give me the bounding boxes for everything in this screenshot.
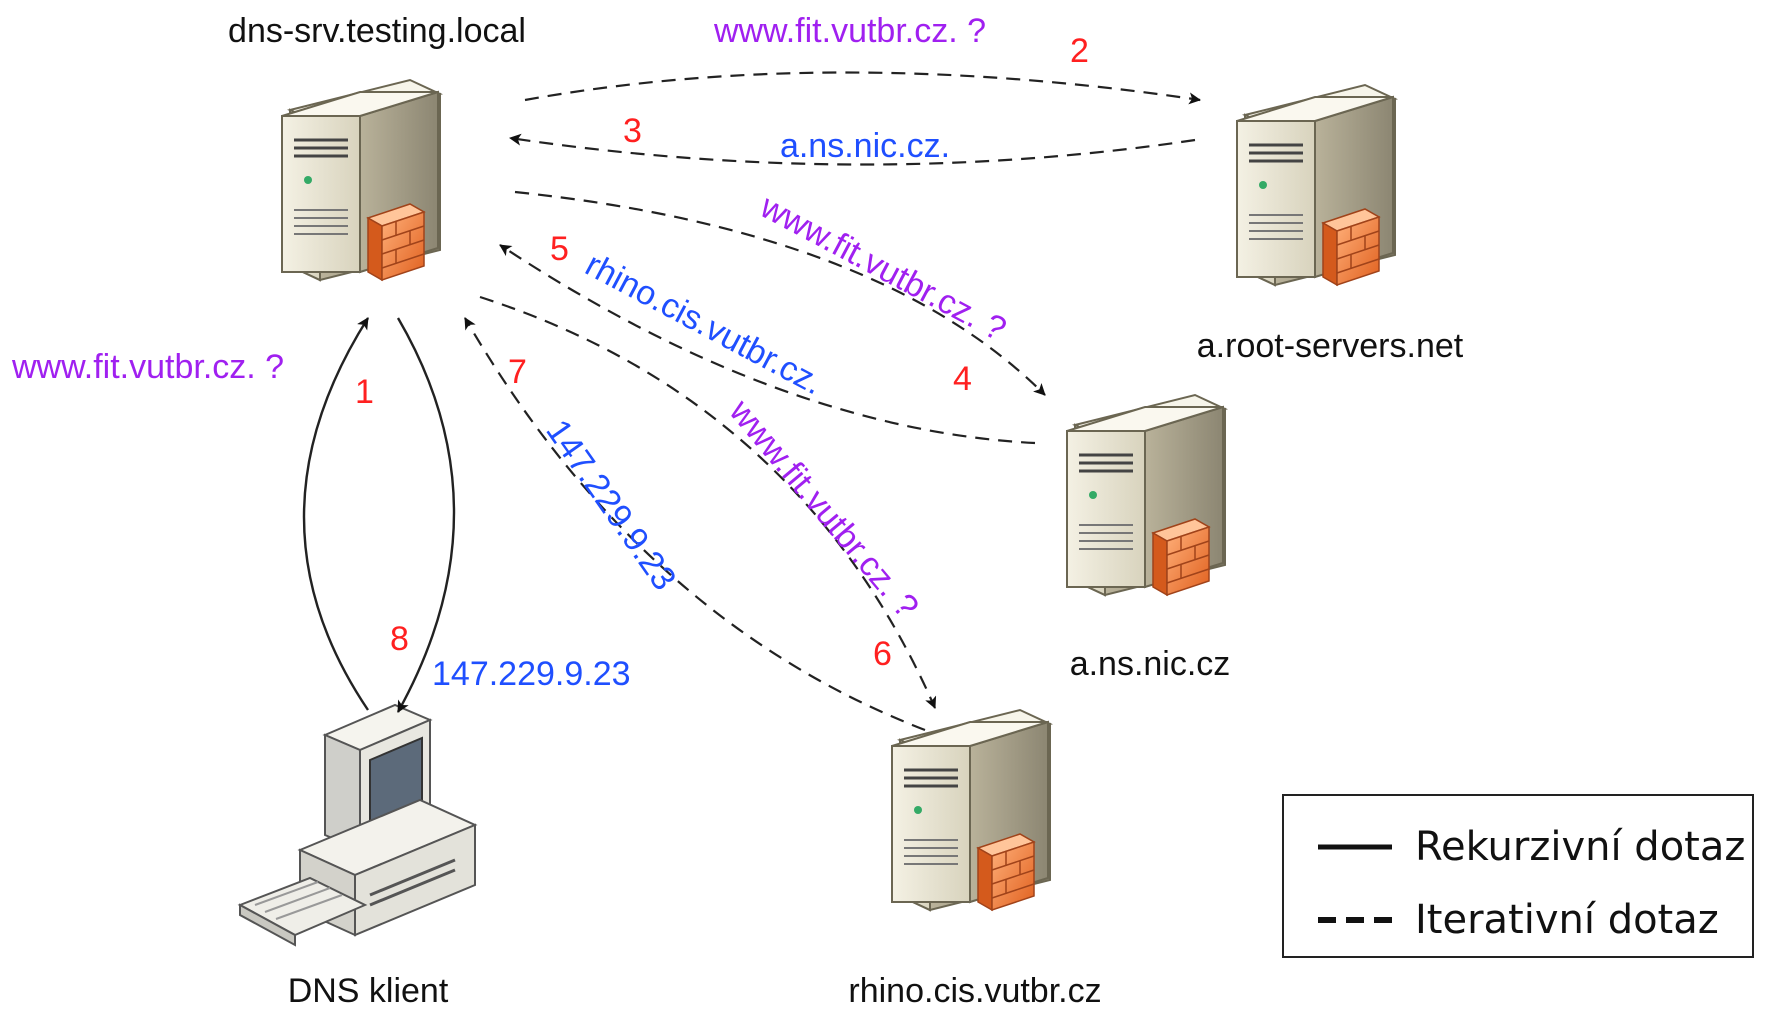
message-5-answer: rhino.cis.vutbr.cz. [579, 246, 829, 403]
arrow-step-7 [464, 317, 926, 732]
arrow-step-8 [396, 317, 456, 713]
arrow-step-2 [524, 71, 1201, 105]
step-8: 8 [390, 620, 409, 658]
dns-server-label: dns-srv.testing.local [228, 12, 526, 50]
arrow-step-6 [479, 295, 937, 709]
root-server-label: a.root-servers.net [1197, 327, 1464, 365]
client-label: DNS klient [288, 972, 449, 1010]
dns-server-icon [280, 78, 442, 282]
step-6: 6 [873, 635, 892, 673]
client-computer-icon [237, 703, 478, 947]
vutbr-server-label: rhino.cis.vutbr.cz [848, 972, 1101, 1010]
step-7: 7 [508, 353, 527, 391]
legend-recursive: Rekurzivní dotaz [1415, 824, 1745, 870]
message-2-query: www.fit.vutbr.cz. ? [713, 12, 986, 50]
root-server-icon [1235, 83, 1397, 287]
message-8-answer: 147.229.9.23 [432, 655, 631, 693]
step-2: 2 [1070, 32, 1089, 70]
arrow-step-1 [302, 317, 370, 711]
step-1: 1 [355, 373, 374, 411]
legend: Rekurzivní dotaz Iterativní dotaz [1282, 794, 1754, 958]
step-5: 5 [550, 230, 569, 268]
step-3: 3 [623, 112, 642, 150]
arrow-step-3 [509, 133, 1196, 166]
vutbr-server-icon [890, 708, 1052, 912]
arrow-step-5 [499, 244, 1036, 445]
cz-server-label: a.ns.nic.cz [1070, 645, 1231, 683]
arrow-step-4 [514, 190, 1046, 396]
message-7-answer: 147.229.9.23 [538, 413, 683, 597]
cz-server-icon [1065, 393, 1227, 597]
message-1-query: www.fit.vutbr.cz. ? [11, 348, 284, 386]
message-4-query: www.fit.vutbr.cz. ? [753, 187, 1012, 349]
step-4: 4 [953, 360, 972, 398]
legend-iterative: Iterativní dotaz [1415, 897, 1719, 943]
message-6-query: www.fit.vutbr.cz. ? [721, 392, 926, 626]
message-3-answer: a.ns.nic.cz. [780, 127, 950, 165]
